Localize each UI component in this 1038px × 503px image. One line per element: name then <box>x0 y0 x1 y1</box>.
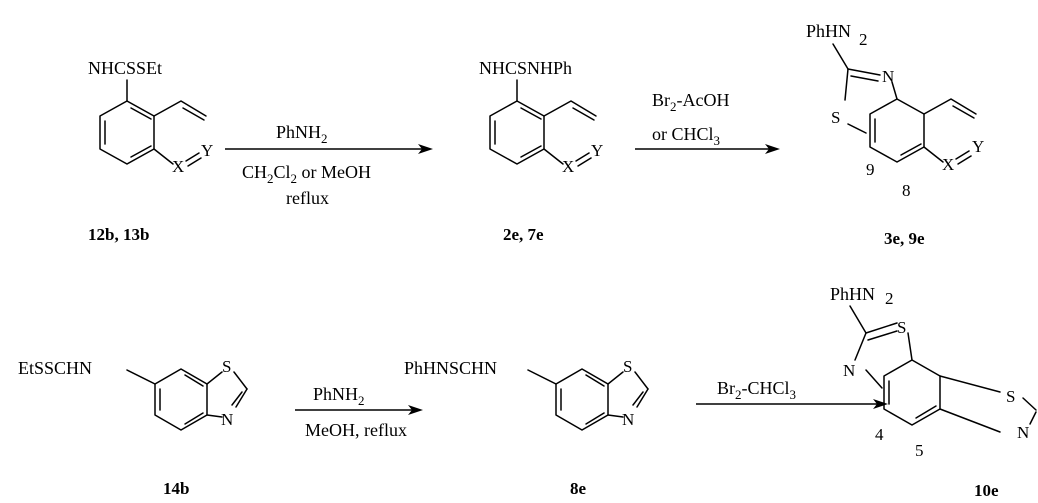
position-4: 4 <box>875 425 884 444</box>
compound-label: 2e, 7e <box>503 225 544 244</box>
position-9: 9 <box>866 160 875 179</box>
compound-label: 10e <box>974 481 999 500</box>
atom-n-2: N <box>1017 423 1029 442</box>
position-8: 8 <box>902 181 911 200</box>
compound-12b-13b: NHCSSEt X Y 12b, 13b <box>88 58 213 244</box>
reagent-text: PhNH2 <box>313 384 365 408</box>
atom-y: Y <box>591 141 603 160</box>
atom-s-2: S <box>1006 387 1015 406</box>
substituent-text: PhHNSCHN <box>404 358 497 378</box>
reagent-text: PhNH2 <box>276 122 328 146</box>
atom-s-1: S <box>897 318 906 337</box>
atom-n: N <box>622 410 634 429</box>
ring-bonds <box>489 79 597 167</box>
amine-text: PhHN <box>806 21 851 41</box>
compound-3e-9e: PhHN 2 N S 9 8 X Y 3e, 9e <box>806 21 984 248</box>
substituent-text: NHCSSEt <box>88 58 162 78</box>
compound-label: 12b, 13b <box>88 225 149 244</box>
compound-10e: PhHN 2 S N S N 4 5 10e <box>830 284 1037 500</box>
compound-label: 3e, 9e <box>884 229 925 248</box>
condition-text: MeOH, reflux <box>305 420 407 440</box>
atom-y: Y <box>972 137 984 156</box>
reagent-text: Br2-AcOH <box>652 90 729 114</box>
atom-x: X <box>942 155 954 174</box>
atom-s: S <box>831 108 840 127</box>
ring-bonds <box>527 368 649 431</box>
compound-label: 8e <box>570 479 587 498</box>
atom-s: S <box>623 357 632 376</box>
compound-label: 14b <box>163 479 189 498</box>
compound-2e-7e: NHCSNHPh X Y 2e, 7e <box>479 58 603 244</box>
reaction-arrow-4: Br2-CHCl3 <box>696 378 888 409</box>
ring-bonds <box>126 368 248 431</box>
atom-y: Y <box>201 141 213 160</box>
position-2: 2 <box>885 289 894 308</box>
ring-bonds <box>832 43 977 165</box>
atom-x: X <box>562 157 574 176</box>
reaction-arrow-3: PhNH2 MeOH, reflux <box>295 384 423 440</box>
substituent-text: NHCSNHPh <box>479 58 572 78</box>
substituent-text: EtSSCHN <box>18 358 92 378</box>
reagent-text: Br2-CHCl3 <box>717 378 796 402</box>
condition-text: reflux <box>286 188 329 208</box>
reaction-arrow-2: Br2-AcOH or CHCl3 <box>635 90 780 154</box>
atom-n: N <box>221 410 233 429</box>
atom-x: X <box>172 157 184 176</box>
reaction-arrow-1: PhNH2 CH2Cl2 or MeOH reflux <box>225 122 433 208</box>
ring-bonds <box>849 305 1037 433</box>
ring-bonds <box>99 79 207 167</box>
alt-solvent-text: or CHCl3 <box>652 124 720 148</box>
solvent-text: CH2Cl2 or MeOH <box>242 162 371 186</box>
amine-text: PhHN <box>830 284 875 304</box>
compound-8e: PhHNSCHN S N 8e <box>404 357 649 498</box>
compound-14b: EtSSCHN S N 14b <box>18 357 248 498</box>
atom-n: N <box>882 67 894 86</box>
position-2: 2 <box>859 30 868 49</box>
atom-s: S <box>222 357 231 376</box>
position-5: 5 <box>915 441 924 460</box>
atom-n-1: N <box>843 361 855 380</box>
